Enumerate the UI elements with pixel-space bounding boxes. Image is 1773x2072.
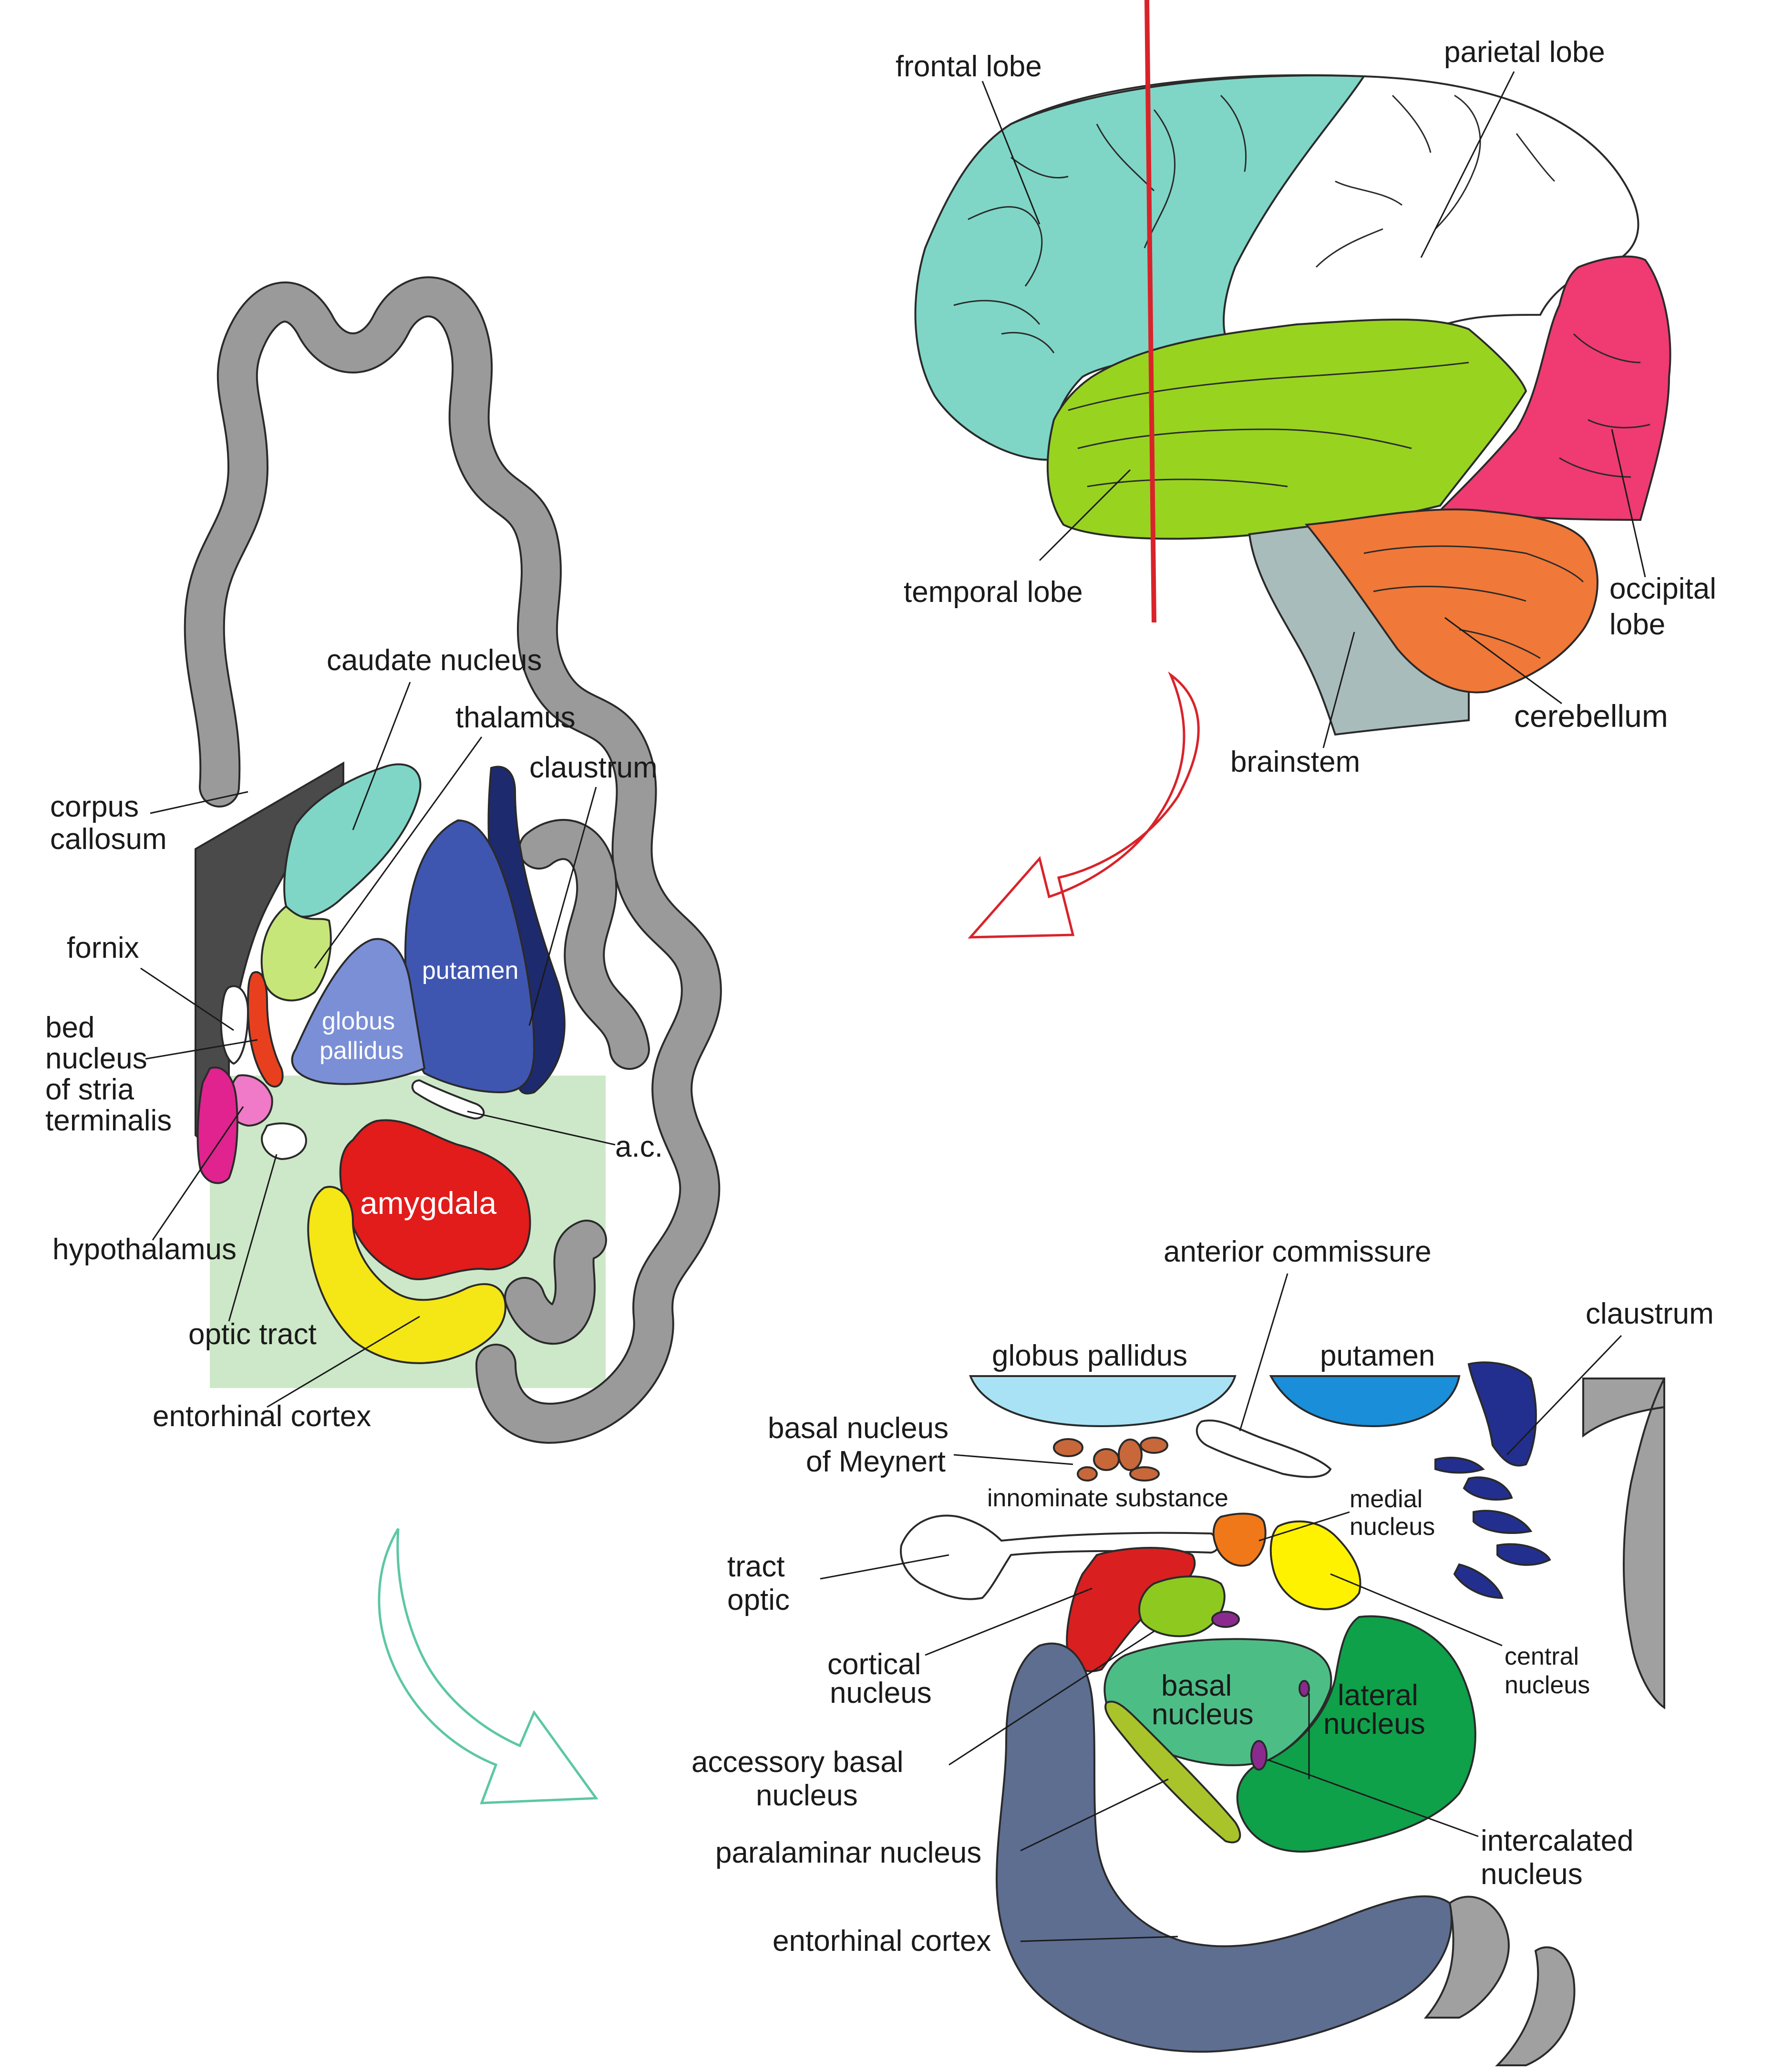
cerebellum-region — [1305, 508, 1598, 694]
detail-cortex-bottom — [1423, 1896, 1576, 2066]
globus-pallidus-region — [291, 938, 426, 1085]
amygdala-detail — [900, 1361, 1665, 2066]
detail-globus-pallidus — [969, 1375, 1237, 1428]
label-tract-2: optic — [727, 1584, 790, 1616]
occipital-lobe-region — [1438, 255, 1671, 521]
label-paralaminar: paralaminar nucleus — [715, 1836, 981, 1869]
label-brainstem: brainstem — [1230, 746, 1360, 778]
teal-curved-arrow — [378, 1528, 598, 1804]
label-optic-tract: optic tract — [188, 1318, 317, 1351]
detail-cortex-right — [1582, 1378, 1665, 1709]
coronal-section — [184, 276, 722, 1444]
label-caudate-nucleus: caudate nucleus — [327, 644, 542, 677]
label-detail-putamen: putamen — [1320, 1339, 1435, 1372]
label-putamen: putamen — [422, 957, 518, 984]
label-central-2: nucleus — [1505, 1671, 1590, 1699]
putamen-region — [404, 819, 536, 1094]
label-fornix: fornix — [67, 932, 139, 964]
cortex-ribbon — [184, 276, 722, 1444]
label-basal-2: nucleus — [1152, 1698, 1254, 1731]
label-lateral-1: lateral — [1338, 1679, 1418, 1712]
detail-cortical-nucleus — [1066, 1547, 1196, 1672]
label-ac: a.c. — [615, 1130, 663, 1163]
thalamus-region — [260, 905, 332, 1002]
label-claustrum: claustrum — [529, 751, 658, 784]
coronal-section-line — [1144, 0, 1156, 623]
teal-arrow-shape — [378, 1528, 598, 1804]
label-hypothalamus: hypothalamus — [52, 1233, 237, 1266]
detail-medial-nucleus — [1212, 1513, 1267, 1567]
label-accessory-1: accessory basal — [691, 1746, 904, 1779]
label-basal-meynert-2: of Meynert — [806, 1445, 946, 1478]
hypothalamus-region — [196, 1067, 238, 1184]
label-bnst-3: of stria — [45, 1073, 134, 1106]
label-occipital-2: lobe — [1609, 608, 1665, 641]
detail-claustrum — [1434, 1361, 1551, 1599]
label-temporal-lobe: temporal lobe — [904, 576, 1083, 609]
detail-lateral-nucleus — [1236, 1615, 1476, 1853]
lateral-brain — [914, 0, 1671, 736]
label-central-1: central — [1505, 1643, 1579, 1670]
label-detail-globus-pallidus: globus pallidus — [992, 1339, 1187, 1372]
red-curved-arrow — [968, 671, 1200, 939]
red-arrow-shape — [968, 671, 1200, 939]
label-innominate: innominate substance — [987, 1484, 1228, 1512]
detail-paralaminar-nucleus — [1104, 1700, 1241, 1844]
label-detail-entorhinal: entorhinal cortex — [773, 1925, 991, 1958]
label-bnst-2: nucleus — [45, 1042, 147, 1075]
label-entorhinal-coronal: entorhinal cortex — [153, 1400, 371, 1433]
label-bnst-1: bed — [45, 1011, 94, 1044]
label-cerebellum: cerebellum — [1514, 698, 1668, 734]
label-cortical-1: cortical — [827, 1648, 921, 1681]
caudate-nucleus-region — [283, 763, 422, 918]
label-basal-meynert-1: basal nucleus — [768, 1412, 948, 1445]
anterior-commissure-small — [411, 1079, 485, 1120]
label-medial-1: medial — [1350, 1485, 1423, 1513]
detail-meynert-nuclei — [1053, 1437, 1168, 1481]
optic-tract-region — [261, 1122, 307, 1160]
label-corpus-1: corpus — [50, 790, 139, 823]
label-anterior-commissure: anterior commissure — [1164, 1235, 1432, 1268]
detail-accessory-basal-nucleus — [1138, 1575, 1226, 1637]
label-detail-claustrum: claustrum — [1586, 1297, 1714, 1330]
amygdala-detail-labels: anterior commissure globus pallidus puta… — [691, 1235, 1714, 1958]
detail-anterior-commissure — [1196, 1419, 1332, 1478]
detail-entorhinal-cortex — [995, 1642, 1453, 2053]
label-amygdala: amygdala — [360, 1185, 496, 1221]
label-globus-2: pallidus — [320, 1037, 403, 1065]
label-corpus-2: callosum — [50, 823, 167, 856]
label-basal-1: basal — [1161, 1669, 1232, 1702]
lateral-brain-labels: frontal lobe parietal lobe temporal lobe… — [896, 36, 1716, 778]
label-intercalated-1: intercalated — [1481, 1824, 1634, 1857]
label-thalamus: thalamus — [455, 701, 576, 734]
label-cortical-2: nucleus — [830, 1677, 932, 1709]
entorhinal-cortex-coronal — [307, 1186, 507, 1364]
detail-central-nucleus — [1269, 1520, 1361, 1610]
label-tract-1: tract — [727, 1550, 785, 1583]
brain-sulci — [953, 94, 1650, 659]
label-lateral-2: nucleus — [1323, 1708, 1425, 1740]
label-medial-2: nucleus — [1350, 1513, 1435, 1541]
coronal-labels: caudate nucleus thalamus claustrum corpu… — [45, 644, 663, 1433]
detail-optic-tract — [900, 1514, 1219, 1600]
label-bnst-4: terminalis — [45, 1104, 172, 1137]
label-occipital-1: occipital — [1609, 572, 1716, 605]
label-intercalated-2: nucleus — [1481, 1858, 1583, 1891]
detail-intercalated-3 — [1299, 1680, 1310, 1697]
label-frontal-lobe: frontal lobe — [896, 50, 1042, 83]
detail-intercalated-1 — [1211, 1611, 1240, 1628]
amygdala-region — [339, 1119, 531, 1281]
label-parietal-lobe: parietal lobe — [1444, 36, 1605, 69]
detail-putamen — [1269, 1375, 1461, 1428]
label-globus-1: globus — [322, 1007, 395, 1035]
label-accessory-2: nucleus — [756, 1779, 858, 1812]
detail-intercalated-2 — [1250, 1740, 1268, 1771]
